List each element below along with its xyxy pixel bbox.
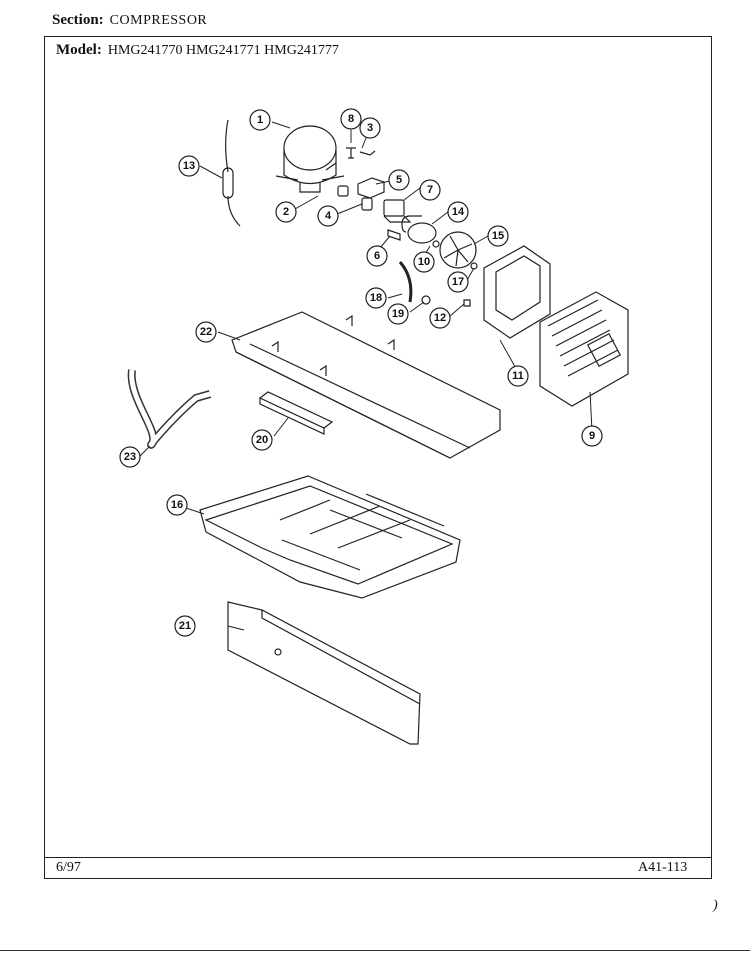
callout-8: 8 [340, 108, 362, 130]
svg-text:14: 14 [452, 206, 465, 218]
model-numbers: HMG241770 HMG241771 HMG241777 [107, 43, 339, 58]
page-bottom-rule [0, 950, 750, 951]
callout-4: 4 [317, 205, 339, 227]
svg-text:23: 23 [124, 451, 136, 463]
footer-divider [44, 857, 712, 858]
diagram-frame [44, 36, 712, 879]
svg-text:1: 1 [257, 114, 263, 126]
svg-text:18: 18 [370, 292, 382, 304]
condenser-part [539, 291, 629, 407]
relay-part [357, 177, 385, 199]
screw-part [346, 147, 356, 159]
callout-12: 12 [429, 307, 451, 329]
svg-text:16: 16 [171, 499, 183, 511]
callout-2: 2 [275, 201, 297, 223]
fan-shroud-part [483, 245, 551, 339]
clip-part [359, 150, 376, 156]
svg-text:11: 11 [512, 370, 524, 382]
capacitor-part [383, 199, 412, 223]
svg-text:17: 17 [452, 276, 464, 288]
channel-part [258, 391, 334, 435]
callout-20: 20 [251, 429, 273, 451]
svg-text:6: 6 [374, 250, 380, 262]
callout-6: 6 [366, 245, 388, 267]
drain-tray-part [199, 475, 461, 599]
section-label: Section: [52, 12, 104, 28]
model-heading: Model: HMG241770 HMG241771 HMG241777 [56, 42, 339, 59]
corner-mark: ) [713, 898, 718, 913]
callout-17: 17 [447, 271, 469, 293]
callout-11: 11 [507, 365, 529, 387]
callout-19: 19 [387, 303, 409, 325]
revision-date: 6/97 [56, 860, 81, 875]
svg-text:5: 5 [396, 174, 402, 186]
callout-13: 13 [178, 155, 200, 177]
svg-text:12: 12 [434, 312, 446, 324]
callout-10: 10 [413, 251, 435, 273]
callout-14: 14 [447, 201, 469, 223]
svg-text:21: 21 [179, 620, 191, 632]
strap-part [398, 261, 413, 303]
fan-blade-part [439, 231, 477, 269]
callout-21: 21 [174, 615, 196, 637]
drain-hose-part [127, 369, 212, 449]
section-heading: Section: COMPRESSOR [52, 12, 207, 29]
callout-22: 22 [195, 321, 217, 343]
svg-text:13: 13 [183, 160, 195, 172]
grommet-part [337, 185, 349, 197]
access-panel-part [227, 601, 421, 745]
callout-1: 1 [249, 109, 271, 131]
base-pan-part [231, 311, 501, 459]
bracket-part [387, 229, 401, 241]
svg-text:9: 9 [589, 430, 595, 442]
svg-text:8: 8 [348, 113, 354, 125]
section-value: COMPRESSOR [109, 13, 208, 28]
callout-23: 23 [119, 446, 141, 468]
svg-text:2: 2 [283, 206, 289, 218]
model-label: Model: [56, 42, 102, 58]
callout-7: 7 [419, 179, 441, 201]
compressor-part [275, 125, 345, 193]
callout-labels: 1 2 3 4 5 6 7 8 9 10 11 12 13 14 15 16 1… [119, 108, 603, 637]
callout-9: 9 [581, 425, 603, 447]
page-number: A41-113 [638, 860, 688, 875]
fastener-part [463, 299, 471, 307]
washer-part [432, 240, 440, 248]
callout-18: 18 [365, 287, 387, 309]
svg-text:19: 19 [392, 308, 404, 320]
svg-text:7: 7 [427, 184, 433, 196]
callout-5: 5 [388, 169, 410, 191]
svg-text:10: 10 [418, 256, 430, 268]
callout-16: 16 [166, 494, 188, 516]
svg-text:22: 22 [200, 326, 212, 338]
spring-part [421, 295, 431, 305]
drier-part [222, 119, 241, 227]
svg-text:15: 15 [492, 230, 504, 242]
svg-text:3: 3 [367, 122, 373, 134]
callout-3: 3 [359, 117, 381, 139]
svg-text:4: 4 [325, 210, 332, 222]
overload-part [361, 197, 373, 211]
fan-motor-part [401, 215, 437, 244]
svg-text:20: 20 [256, 434, 268, 446]
callout-15: 15 [487, 225, 509, 247]
